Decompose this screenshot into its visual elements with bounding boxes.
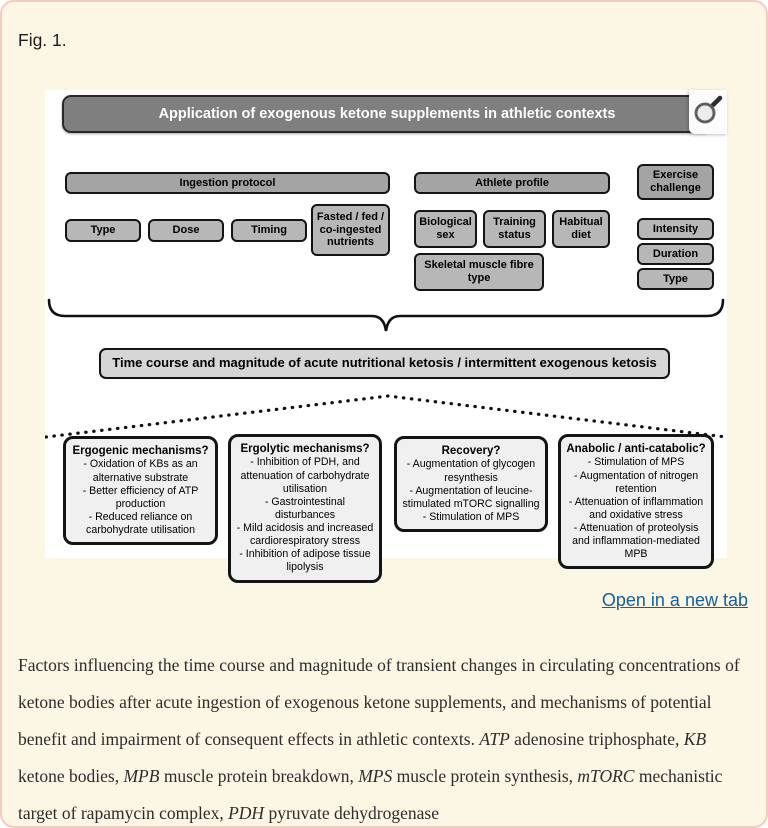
box-ergolytic-mechanisms: Ergolytic mechanisms? - Inhibition of PD…: [228, 434, 382, 583]
box-skeletal-muscle-fibre-type: Skeletal muscle fibre type: [414, 253, 544, 291]
box-timing: Timing: [231, 219, 307, 242]
mech-box-items: - Oxidation of KBs as an alternative sub…: [70, 458, 211, 537]
box-anabolic-anti-catabolic: Anabolic / anti-catabolic? - Stimulation…: [558, 434, 714, 570]
diagram-title-bar: Application of exogenous ketone suppleme…: [62, 95, 712, 133]
figure-image-panel[interactable]: Application of exogenous ketone suppleme…: [45, 90, 727, 583]
magnifier-icon: [693, 93, 723, 132]
mech-item: - Stimulation of MPS: [422, 510, 520, 523]
box-athlete-profile: Athlete profile: [414, 172, 610, 194]
mech-box-title: Recovery?: [441, 445, 501, 457]
caption-abbreviation: ATP: [479, 729, 510, 749]
box-intensity: Intensity: [637, 218, 714, 240]
time-course-bar: Time course and magnitude of acute nutri…: [99, 348, 670, 379]
box-type: Type: [65, 219, 141, 242]
dotted-connector: [45, 394, 727, 439]
box-training-status: Training status: [483, 210, 546, 248]
caption-abbreviation: PDH: [228, 803, 265, 823]
mech-item: - Augmentation of nitrogen retention: [573, 469, 699, 495]
box-exercise-type: Type: [637, 268, 714, 290]
box-ergogenic-mechanisms: Ergogenic mechanisms? - Oxidation of KBs…: [63, 436, 218, 546]
mech-box-items: - Stimulation of MPS- Augmentation of ni…: [565, 456, 707, 561]
mech-item: - Mild acidosis and increased cardioresp…: [236, 522, 374, 548]
mech-item: - Inhibition of adipose tissue lipolysis: [239, 548, 371, 574]
mech-box-items: - Inhibition of PDH, and attenuation of …: [235, 456, 375, 574]
caption-abbreviation: MPS: [358, 766, 393, 786]
mech-box-title: Ergolytic mechanisms?: [240, 443, 370, 455]
box-fasted-fed-nutrients: Fasted / fed / co-ingested nutrients: [311, 204, 390, 256]
figure-number-label: Fig. 1.: [18, 30, 67, 50]
zoom-button[interactable]: [689, 90, 727, 134]
mech-item: - Stimulation of MPS: [587, 456, 685, 469]
mech-item: - Oxidation of KBs as an alternative sub…: [83, 458, 198, 484]
caption-text: adenosine triphosphate,: [509, 729, 684, 749]
mech-box-title: Ergogenic mechanisms?: [72, 445, 209, 457]
open-in-new-tab-link[interactable]: Open in a new tab: [601, 590, 748, 610]
mech-item: - Augmentation of glycogen resynthesis: [406, 458, 536, 484]
mech-item: - Attenuation of proteolysis and inflamm…: [572, 522, 700, 561]
mech-item: - Attenuation of inflammation and oxidat…: [568, 495, 704, 521]
mech-item: - Inhibition of PDH, and attenuation of …: [240, 456, 370, 495]
box-recovery: Recovery? - Augmentation of glycogen res…: [394, 436, 548, 532]
mech-box-items: - Augmentation of glycogen resynthesis- …: [401, 458, 541, 524]
mech-item: - Reduced reliance on carbohydrate utili…: [86, 510, 195, 536]
figure-caption: Factors influencing the time course and …: [18, 647, 756, 826]
caption-text: pyruvate dehydrogenase: [264, 803, 439, 823]
caption-text: mechanistic target of rapamycin complex,: [18, 766, 723, 823]
box-dose: Dose: [148, 219, 224, 242]
caption-abbreviation: KB: [683, 729, 707, 749]
caption-abbreviation: MPB: [123, 766, 160, 786]
mech-box-title: Anabolic / anti-catabolic?: [566, 443, 706, 455]
box-habitual-diet: Habitual diet: [552, 210, 610, 248]
box-duration: Duration: [637, 243, 714, 265]
brace-connector: [47, 298, 725, 332]
mech-item: - Gastrointestinal disturbances: [264, 495, 346, 521]
caption-text: ketone bodies,: [18, 766, 124, 786]
mech-item: - Better efficiency of ATP production: [82, 484, 199, 510]
caption-text: muscle protein breakdown,: [159, 766, 359, 786]
caption-text: Factors influencing the time course and …: [18, 655, 740, 749]
caption-abbreviation: mTORC: [577, 766, 635, 786]
box-biological-sex: Biological sex: [414, 210, 477, 248]
caption-text: muscle protein synthesis,: [392, 766, 578, 786]
box-exercise-challenge: Exercise challenge: [637, 164, 714, 200]
mech-item: - Augmentation of leucine-stimulated mTO…: [402, 484, 540, 510]
box-ingestion-protocol: Ingestion protocol: [65, 172, 390, 194]
